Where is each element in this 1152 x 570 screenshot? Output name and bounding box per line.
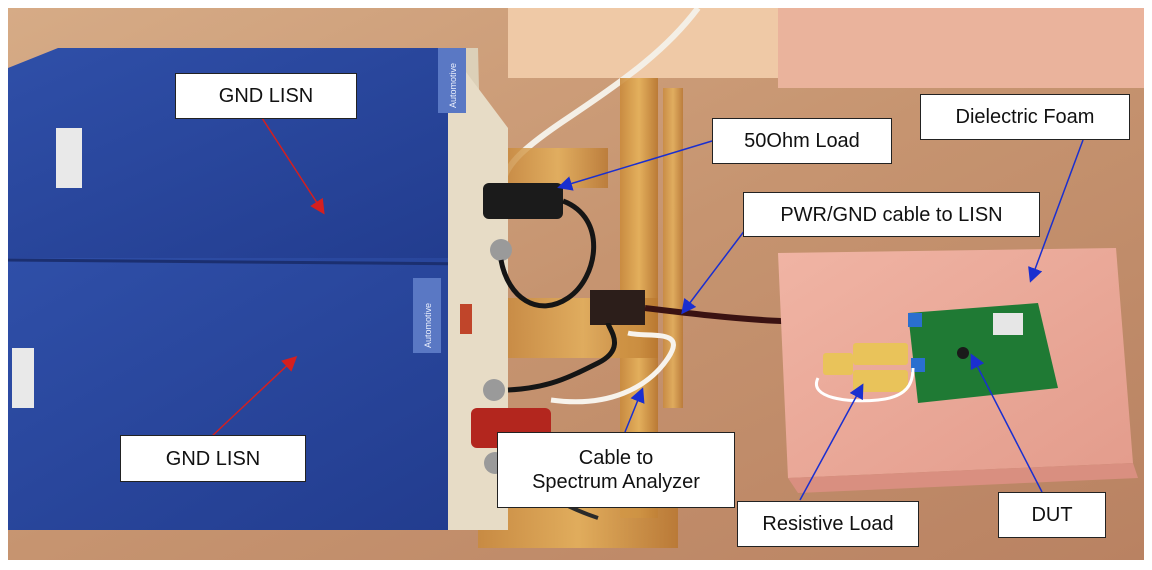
lisn-enclosure-bottom — [8, 258, 478, 530]
white-cable — [550, 330, 676, 405]
power-terminal-block — [590, 290, 645, 325]
callout-pwr-gnd-cable: PWR/GND cable to LISN — [743, 192, 1040, 237]
callout-50ohm-load: 50Ohm Load — [712, 118, 892, 164]
lisn-sticker-bottom — [12, 348, 34, 408]
callout-cable-spectrum-analyzer: Cable to Spectrum Analyzer — [497, 432, 735, 508]
lisn-sticker-top — [56, 128, 82, 188]
callout-dielectric-foam: Dielectric Foam — [920, 94, 1130, 140]
dut-terminal — [908, 313, 922, 327]
bnc-connector — [490, 239, 512, 261]
callout-gnd-lisn-top: GND LISN — [175, 73, 357, 119]
callout-resistive-load: Resistive Load — [737, 501, 919, 547]
dut-pcb — [908, 303, 1058, 403]
lisn-seam — [8, 258, 479, 266]
dielectric-foam-pad-layer — [788, 463, 1138, 493]
dut-component — [993, 313, 1023, 335]
dut-terminal — [911, 358, 925, 372]
callout-dut: DUT — [998, 492, 1106, 538]
black-cable — [498, 198, 597, 309]
automotive-label-top: Automotive — [448, 63, 458, 108]
bnc-connector — [483, 379, 505, 401]
red-indicator — [460, 304, 472, 334]
callout-gnd-lisn-bottom: GND LISN — [120, 435, 306, 482]
resistive-load-part — [823, 353, 853, 375]
copper-tape-strip — [508, 148, 608, 188]
50ohm-load-connector — [483, 183, 563, 219]
lisn-label-plate-top — [438, 48, 466, 113]
dut-ic — [957, 347, 969, 359]
resistive-load-part — [853, 370, 908, 392]
top-foam-block-right — [778, 8, 1144, 88]
resistive-load-part — [853, 343, 908, 365]
callout-cable-line-2: Spectrum Analyzer — [532, 471, 700, 493]
lisn-enclosure-top — [8, 48, 478, 258]
black-cable — [507, 322, 618, 393]
callout-cable-line-1: Cable to — [578, 447, 654, 469]
automotive-label-bottom: Automotive — [423, 303, 433, 348]
lisn-label-plate-bottom — [413, 278, 441, 353]
